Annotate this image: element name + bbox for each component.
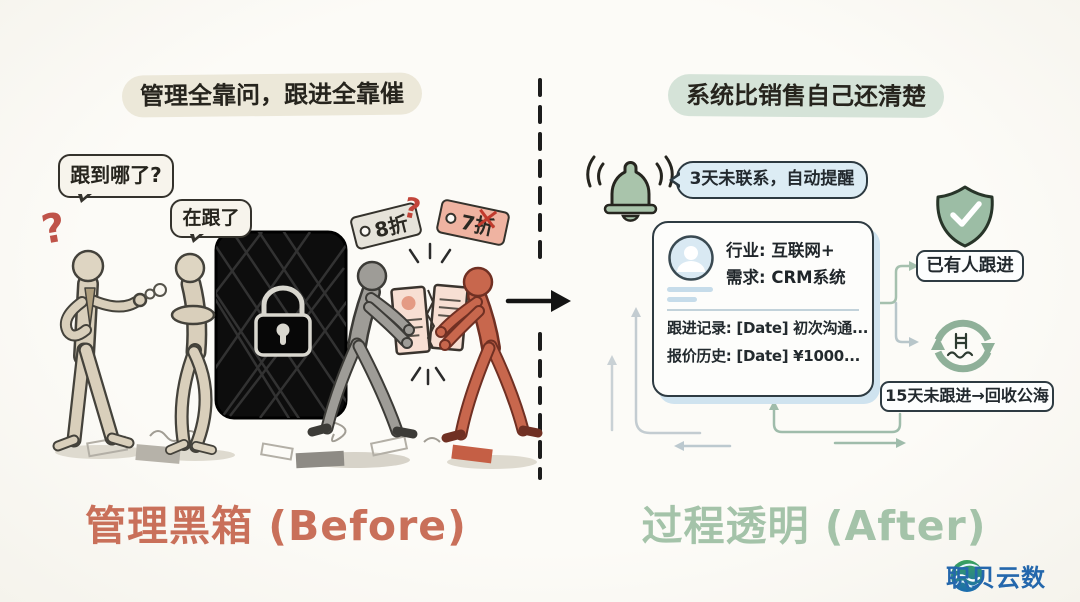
brand-name: 职贝云数	[946, 564, 1046, 592]
spark-lines-icon	[408, 242, 452, 386]
card-need: 需求: CRM系统	[726, 268, 846, 288]
manager-figure	[52, 249, 148, 452]
placeholder-bar	[667, 287, 713, 292]
sigh-puff-icon	[144, 283, 167, 300]
avatar-icon	[668, 235, 714, 281]
transform-arrow-icon	[505, 290, 571, 312]
speech-bubble-answer: 在跟了	[170, 199, 252, 243]
brand-logo: 职贝云数	[946, 558, 1046, 593]
before-caption: 管理黑箱 (Before)	[85, 502, 467, 550]
after-title-pill: 系统比销售自己还清楚	[667, 74, 945, 118]
recycle-icon	[931, 319, 995, 373]
card-divider	[667, 309, 859, 311]
leaning-salesperson-figure	[144, 252, 217, 455]
padlock-icon	[254, 285, 312, 357]
speech-bubble-question: 跟到哪了?	[58, 154, 174, 203]
claimed-badge: 已有人跟进	[916, 250, 1024, 282]
recycle-badge: 15天未跟进→回收公海	[880, 381, 1054, 412]
placeholder-bar	[667, 297, 697, 302]
card-quote-history: 报价历史: [Date] ¥1000...	[667, 346, 861, 365]
card-follow-up: 跟进记录: [Date] 初次沟通...	[667, 319, 869, 337]
after-caption: 过程透明 (After)	[641, 502, 987, 550]
card-industry: 行业: 互联网+	[726, 241, 835, 260]
flow-arrows	[607, 261, 919, 451]
black-box	[214, 230, 348, 420]
auto-reminder-bubble: 3天未联系，自动提醒	[669, 161, 868, 199]
customer-card: 行业: 互联网+ 需求: CRM系统 跟进记录: [Date] 初次沟通... …	[652, 221, 874, 397]
before-title-pill: 管理全靠问，跟进全靠催	[121, 72, 423, 118]
shield-check-icon	[936, 185, 994, 248]
rejected-x-icon: ✕	[471, 200, 503, 240]
brand-logo-icon	[951, 560, 983, 592]
gray-salesperson-figure	[307, 260, 418, 439]
bell-icon	[586, 155, 674, 222]
red-salesperson-figure	[435, 266, 543, 443]
